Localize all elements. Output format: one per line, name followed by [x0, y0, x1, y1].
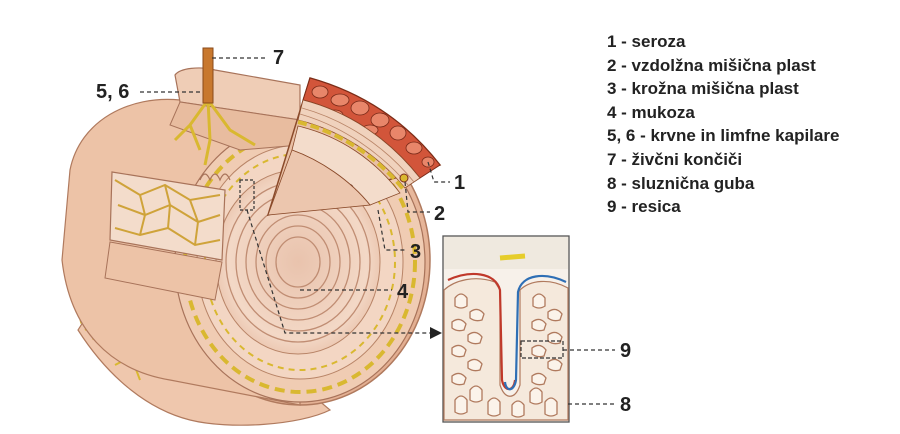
legend: 1 - seroza 2 - vzdolžna mišična plast 3 …: [607, 30, 839, 219]
label-1: 1: [454, 172, 465, 194]
label-9: 9: [620, 340, 631, 362]
villus-detail: [443, 236, 569, 422]
wedge-capillary-dot: [400, 174, 408, 182]
legend-item-9: 9 - resica: [607, 195, 839, 219]
legend-item-3: 3 - krožna mišična plast: [607, 77, 839, 101]
intestine-tube: [62, 48, 430, 425]
legend-item-4: 4 - mukoza: [607, 101, 839, 125]
label-7: 7: [273, 47, 284, 69]
legend-item-7: 7 - živčni končiči: [607, 148, 839, 172]
legend-item-1: 1 - seroza: [607, 30, 839, 54]
label-4: 4: [397, 281, 409, 303]
legend-item-5-6: 5, 6 - krvne in limfne kapilare: [607, 124, 839, 148]
label-5-6: 5, 6: [96, 81, 129, 103]
label-8: 8: [620, 394, 631, 416]
legend-item-2: 2 - vzdolžna mišična plast: [607, 54, 839, 78]
pointer-arrowhead: [430, 327, 442, 339]
label-3: 3: [410, 241, 421, 263]
label-2: 2: [434, 203, 445, 225]
nerve-ending-stalk: [203, 48, 213, 103]
detail-yellow-streak: [500, 256, 525, 258]
detail-submucosa: [444, 237, 568, 269]
legend-item-8: 8 - sluznična guba: [607, 172, 839, 196]
